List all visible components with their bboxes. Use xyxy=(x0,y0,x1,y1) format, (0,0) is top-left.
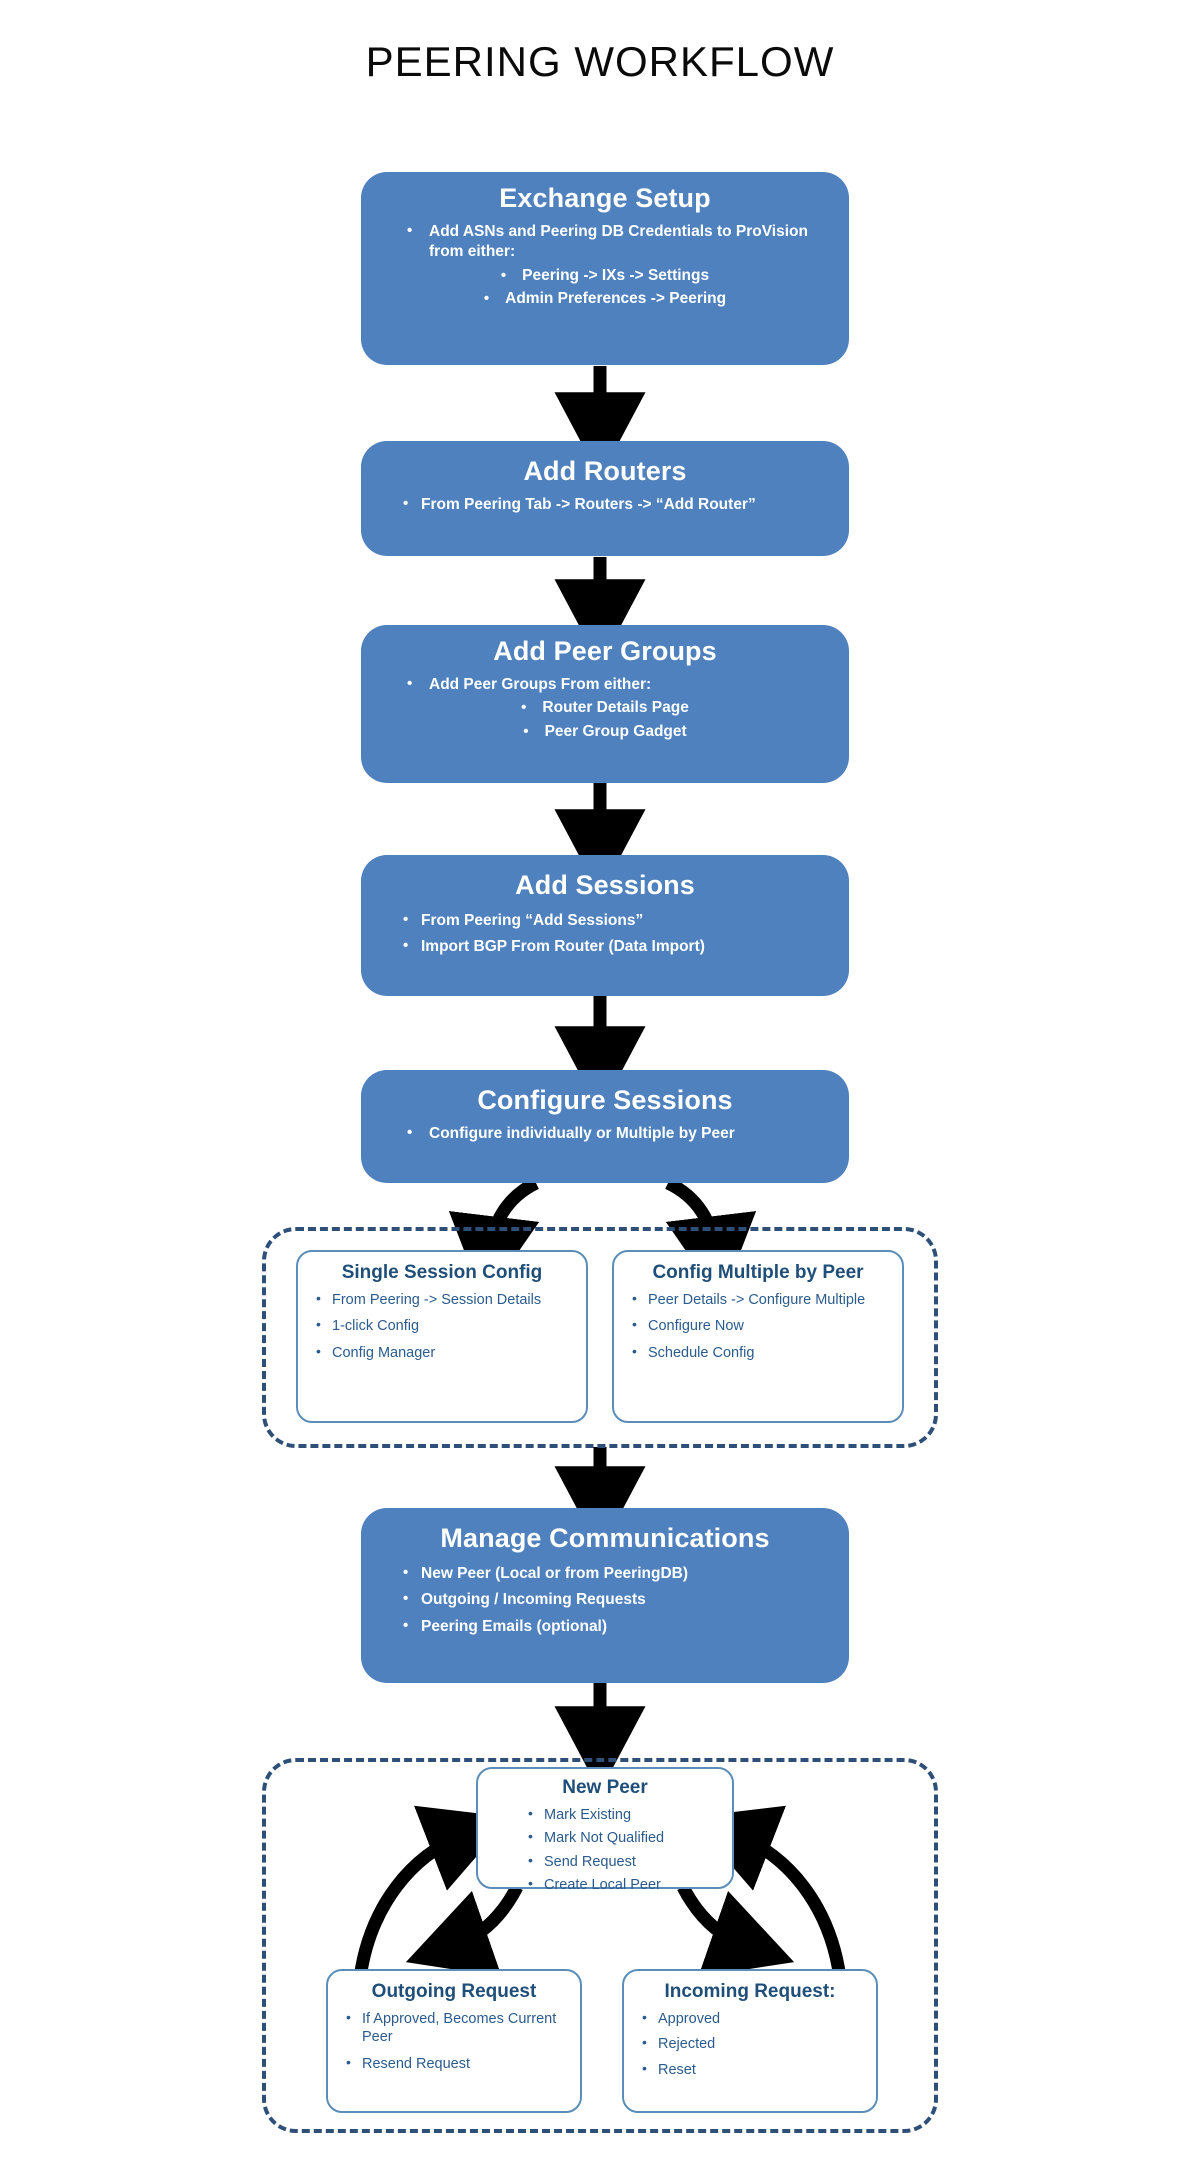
bullet-item: Add ASNs and Peering DB Credentials to P… xyxy=(403,221,833,263)
step-bullet-list: Add Peer Groups From either: xyxy=(377,674,833,695)
bullet-item: Configure individually or Multiple by Pe… xyxy=(403,1123,833,1144)
subbullet-item: Peer Group Gadget xyxy=(377,722,833,742)
sub-card-single-session-config[interactable]: Single Session Config From Peering -> Se… xyxy=(296,1250,588,1423)
bullet-item: New Peer (Local or from PeeringDB) xyxy=(399,1563,833,1584)
sub-card-bullet-list: Mark Existing Mark Not Qualified Send Re… xyxy=(490,1805,720,1895)
sub-card-title: Incoming Request: xyxy=(664,1981,836,2002)
step-card-add-sessions[interactable]: Add Sessions From Peering “Add Sessions”… xyxy=(361,855,849,996)
communications-group xyxy=(262,1758,938,2133)
step-title: Configure Sessions xyxy=(477,1085,733,1115)
step-bullet-list: New Peer (Local or from PeeringDB) Outgo… xyxy=(377,1563,833,1637)
step-card-exchange-setup[interactable]: Exchange Setup Add ASNs and Peering DB C… xyxy=(361,172,849,365)
bullet-item: Resend Request xyxy=(340,2054,568,2074)
bullet-item: Create Local Peer xyxy=(522,1875,720,1895)
bullet-item: Rejected xyxy=(636,2034,864,2054)
step-title: Add Sessions xyxy=(515,870,695,900)
step-title: Add Routers xyxy=(523,456,687,486)
sub-card-outgoing-request[interactable]: Outgoing Request If Approved, Becomes Cu… xyxy=(326,1969,582,2113)
bullet-item: Approved xyxy=(636,2009,864,2029)
sub-card-title: Outgoing Request xyxy=(371,1981,537,2002)
bullet-item: Mark Not Qualified xyxy=(522,1828,720,1848)
step-subbullet-list: Peering -> IXs -> Settings Admin Prefere… xyxy=(377,266,833,310)
bullet-item: Outgoing / Incoming Requests xyxy=(399,1589,833,1610)
step-bullet-list: Configure individually or Multiple by Pe… xyxy=(377,1123,833,1144)
step-card-configure-sessions[interactable]: Configure Sessions Configure individuall… xyxy=(361,1070,849,1183)
bullet-item: From Peering Tab -> Routers -> “Add Rout… xyxy=(399,494,833,515)
bullet-item: Mark Existing xyxy=(522,1805,720,1825)
sub-card-title: Config Multiple by Peer xyxy=(652,1262,864,1283)
step-subbullet-list: Router Details Page Peer Group Gadget xyxy=(377,698,833,742)
bullet-item: Config Manager xyxy=(310,1343,574,1363)
step-card-manage-communications[interactable]: Manage Communications New Peer (Local or… xyxy=(361,1508,849,1683)
subbullet-item: Peering -> IXs -> Settings xyxy=(377,266,833,286)
sub-card-bullet-list: Peer Details -> Configure Multiple Confi… xyxy=(626,1290,890,1363)
subbullet-item: Router Details Page xyxy=(377,698,833,718)
step-bullet-list: Add ASNs and Peering DB Credentials to P… xyxy=(377,221,833,263)
bullet-item: Add Peer Groups From either: xyxy=(403,674,833,695)
sub-card-bullet-list: From Peering -> Session Details 1-click … xyxy=(310,1290,574,1363)
sub-card-title: New Peer xyxy=(562,1777,648,1798)
subbullet-item: Admin Preferences -> Peering xyxy=(377,289,833,309)
bullet-item: Send Request xyxy=(522,1852,720,1872)
sub-card-new-peer[interactable]: New Peer Mark Existing Mark Not Qualifie… xyxy=(476,1767,734,1893)
sub-card-title: Single Session Config xyxy=(341,1262,543,1283)
bullet-item: Configure Now xyxy=(626,1316,890,1336)
config-options-group xyxy=(262,1227,938,1448)
page-title: PEERING WORKFLOW xyxy=(365,38,835,85)
sub-card-config-multiple-by-peer[interactable]: Config Multiple by Peer Peer Details -> … xyxy=(612,1250,904,1423)
step-title: Manage Communications xyxy=(440,1523,770,1553)
step-title: Add Peer Groups xyxy=(493,636,717,666)
bullet-item: Import BGP From Router (Data Import) xyxy=(399,936,833,957)
bullet-item: Peer Details -> Configure Multiple xyxy=(626,1290,890,1310)
step-title: Exchange Setup xyxy=(499,183,711,213)
step-card-add-peer-groups[interactable]: Add Peer Groups Add Peer Groups From eit… xyxy=(361,625,849,783)
bullet-item: Peering Emails (optional) xyxy=(399,1616,833,1637)
step-bullet-list: From Peering Tab -> Routers -> “Add Rout… xyxy=(377,494,833,515)
sub-card-bullet-list: Approved Rejected Reset xyxy=(636,2009,864,2080)
bullet-item: 1-click Config xyxy=(310,1316,574,1336)
sub-card-bullet-list: If Approved, Becomes Current Peer Resend… xyxy=(340,2009,568,2074)
bullet-item: From Peering “Add Sessions” xyxy=(399,910,833,931)
bullet-item: Reset xyxy=(636,2060,864,2080)
bullet-item: Schedule Config xyxy=(626,1343,890,1363)
sub-card-incoming-request[interactable]: Incoming Request: Approved Rejected Rese… xyxy=(622,1969,878,2113)
bullet-item: From Peering -> Session Details xyxy=(310,1290,574,1310)
bullet-item: If Approved, Becomes Current Peer xyxy=(340,2009,568,2047)
step-bullet-list: From Peering “Add Sessions” Import BGP F… xyxy=(377,910,833,958)
step-card-add-routers[interactable]: Add Routers From Peering Tab -> Routers … xyxy=(361,441,849,556)
